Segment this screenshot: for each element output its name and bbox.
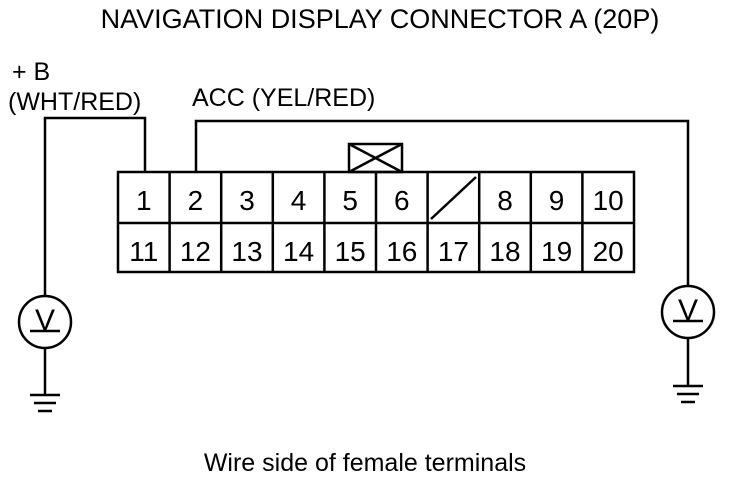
cell-dividers — [168, 172, 584, 272]
wire-left-color: (WHT/RED) — [8, 88, 141, 116]
terminal-12-label: 12 — [180, 236, 211, 267]
terminal-20-label: 20 — [593, 236, 624, 267]
voltmeter-right: V — [660, 284, 716, 386]
locking-tab — [347, 142, 404, 174]
terminal-1-label: 1 — [136, 185, 152, 216]
terminal-2-label: 2 — [188, 185, 204, 216]
terminal-9-label: 9 — [549, 185, 565, 216]
diagram-caption: Wire side of female terminals — [204, 449, 526, 477]
voltmeter-left: V — [17, 294, 73, 395]
ground-right-icon — [673, 384, 703, 404]
terminal-14-label: 14 — [283, 236, 314, 267]
diagram-title: NAVIGATION DISPLAY CONNECTOR A (20P) — [101, 4, 660, 34]
terminal-7-blank-slash — [430, 176, 477, 220]
terminal-16-label: 16 — [386, 236, 417, 267]
terminal-5-label: 5 — [342, 185, 358, 216]
terminal-11-label: 11 — [129, 236, 158, 267]
terminal-6-label: 6 — [394, 185, 410, 216]
wire-left-name: + B — [12, 58, 50, 86]
voltmeter-right-symbol: V — [678, 294, 698, 327]
ground-left-icon — [30, 393, 60, 413]
terminal-4-label: 4 — [291, 185, 307, 216]
voltmeter-left-symbol: V — [35, 304, 55, 337]
terminal-18-label: 18 — [489, 236, 520, 267]
terminal-3-label: 3 — [239, 185, 255, 216]
terminal-19-label: 19 — [541, 236, 572, 267]
wire-left — [43, 116, 147, 296]
terminal-10-label: 10 — [593, 185, 624, 216]
terminal-8-label: 8 — [497, 185, 513, 216]
wire-right-label: ACC (YEL/RED) — [192, 84, 375, 112]
terminal-15-label: 15 — [335, 236, 366, 267]
terminal-17-label: 17 — [438, 236, 469, 267]
terminal-13-label: 13 — [231, 236, 262, 267]
wire-right — [194, 119, 690, 286]
